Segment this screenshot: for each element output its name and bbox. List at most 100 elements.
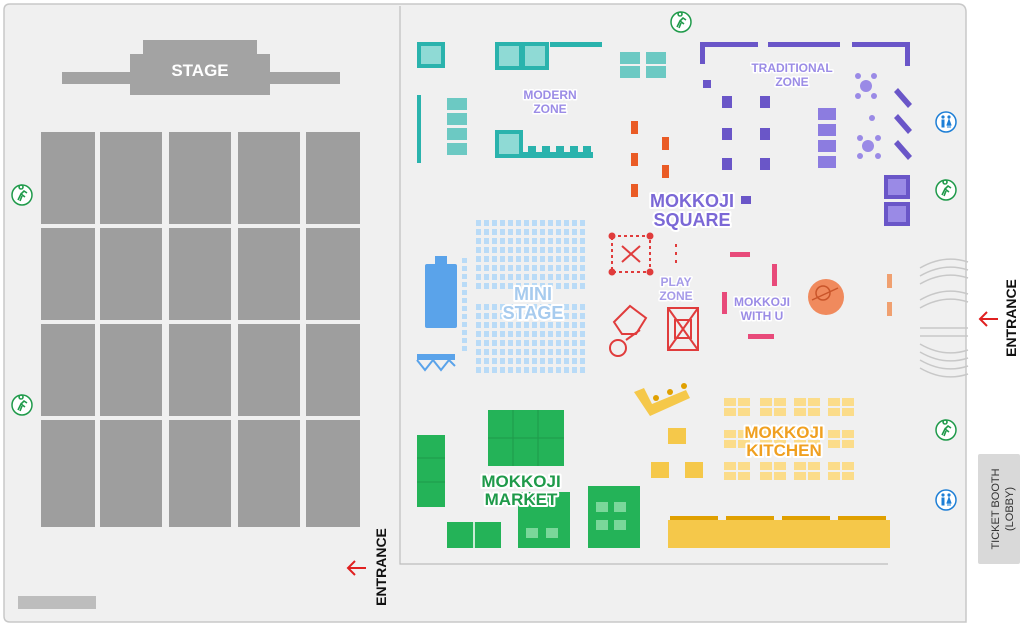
mini-stage-chair <box>500 265 505 271</box>
svg-text:MOKKOJI: MOKKOJI <box>650 191 734 211</box>
kitchen-table <box>828 430 840 438</box>
mini-stage-chair <box>580 220 585 226</box>
traditional-zone-label: TRADITIONAL ZONE <box>750 60 834 91</box>
mini-stage-chair <box>548 283 553 289</box>
mini-stage-chair <box>524 358 529 364</box>
emergency-exit-icon <box>11 184 33 206</box>
mini-stage-chair <box>492 358 497 364</box>
mini-stage-chair <box>508 304 513 310</box>
mini-stage-chair <box>516 229 521 235</box>
mini-stage-chair <box>564 313 569 319</box>
mini-stage-chair <box>492 229 497 235</box>
mini-stage-chair <box>492 322 497 328</box>
emergency-exit-icon <box>11 394 33 416</box>
mini-stage-chair <box>572 229 577 235</box>
kitchen-table <box>760 398 772 406</box>
mini-stage-chair <box>476 331 481 337</box>
kitchen-table <box>774 440 786 448</box>
mini-stage-chair <box>580 274 585 280</box>
svg-text:KITCHEN: KITCHEN <box>746 441 822 460</box>
mini-stage-chair <box>476 220 481 226</box>
kitchen-table <box>724 440 736 448</box>
mini-stage-chair <box>524 283 529 289</box>
mini-stage-chair <box>564 340 569 346</box>
mini-stage-chair <box>572 247 577 253</box>
mini-stage-chair <box>508 274 513 280</box>
mini-stage-chair <box>540 256 545 262</box>
kitchen-table <box>828 440 840 448</box>
mini-stage-chair <box>564 322 569 328</box>
mini-stage-chair <box>500 229 505 235</box>
seating-block <box>238 132 300 224</box>
mini-stage-chair <box>548 322 553 328</box>
kitchen-table <box>828 472 840 480</box>
mini-stage-chair <box>476 247 481 253</box>
mini-stage-chair <box>540 304 545 310</box>
mini-stage-chair <box>462 282 467 287</box>
svg-text:ZONE: ZONE <box>775 75 808 89</box>
market-zone <box>417 410 640 548</box>
mini-stage-chair <box>564 256 569 262</box>
seating-block <box>306 132 360 224</box>
mini-stage-chair <box>580 349 585 355</box>
mini-stage-chair <box>508 265 513 271</box>
mini-stage-chair <box>564 304 569 310</box>
mini-stage-chair <box>548 247 553 253</box>
mini-stage-chair <box>508 313 513 319</box>
mini-stage-chair <box>556 274 561 280</box>
mini-stage-chair <box>580 331 585 337</box>
mini-stage-chair <box>500 256 505 262</box>
mini-stage-chair <box>548 340 553 346</box>
kitchen-table <box>774 472 786 480</box>
mini-stage-chair <box>484 304 489 310</box>
mini-stage-chair <box>484 220 489 226</box>
mini-stage-chair <box>476 283 481 289</box>
emergency-exit-icon <box>670 11 692 33</box>
mini-stage-chair <box>556 220 561 226</box>
mini-stage-chair <box>548 274 553 280</box>
seating-block <box>238 228 300 320</box>
emergency-exit-icon <box>935 179 957 201</box>
mini-stage-chair <box>516 247 521 253</box>
hall-divider <box>399 6 888 565</box>
mini-stage-chair <box>532 304 537 310</box>
mini-stage-chair <box>508 283 513 289</box>
mini-stage-chair <box>564 274 569 280</box>
mini-stage-chair <box>556 238 561 244</box>
mini-stage-chair <box>556 229 561 235</box>
mini-stage-chair <box>492 331 497 337</box>
kitchen-table <box>738 408 750 416</box>
mini-stage-chair <box>524 229 529 235</box>
mini-stage-chair <box>484 367 489 373</box>
mini-stage-chair <box>508 229 513 235</box>
bottom-entrance-label: ENTRANCE <box>373 528 389 606</box>
mini-stage-chair <box>476 367 481 373</box>
seating-block <box>41 324 95 416</box>
mini-stage-chair <box>516 304 521 310</box>
kitchen-table <box>842 462 854 470</box>
kitchen-table <box>808 440 820 448</box>
kitchen-table <box>760 440 772 448</box>
kitchen-table <box>794 430 806 438</box>
mokkoji-square <box>631 121 669 197</box>
mini-stage-chair <box>532 265 537 271</box>
kitchen-table <box>808 398 820 406</box>
kitchen-zone-label: MOKKOJI KITCHEN <box>742 421 825 462</box>
mini-stage-chair <box>484 274 489 280</box>
restroom-icon <box>935 489 957 511</box>
mini-stage-chair <box>500 238 505 244</box>
kitchen-table <box>842 440 854 448</box>
mini-stage-chair <box>462 314 467 319</box>
mini-stage-chair <box>524 238 529 244</box>
mini-stage-chair <box>548 229 553 235</box>
mini-stage-chair <box>556 313 561 319</box>
mini-stage-chair <box>524 367 529 373</box>
mini-stage-chair <box>484 256 489 262</box>
kitchen-table <box>808 472 820 480</box>
mini-stage-chair <box>556 256 561 262</box>
mini-stage-chair <box>476 304 481 310</box>
mini-stage-chair <box>492 349 497 355</box>
mini-stage-chair <box>532 256 537 262</box>
mini-stage-chair <box>532 322 537 328</box>
with-u-zone-label: MOKKOJI WITH U <box>732 294 791 325</box>
